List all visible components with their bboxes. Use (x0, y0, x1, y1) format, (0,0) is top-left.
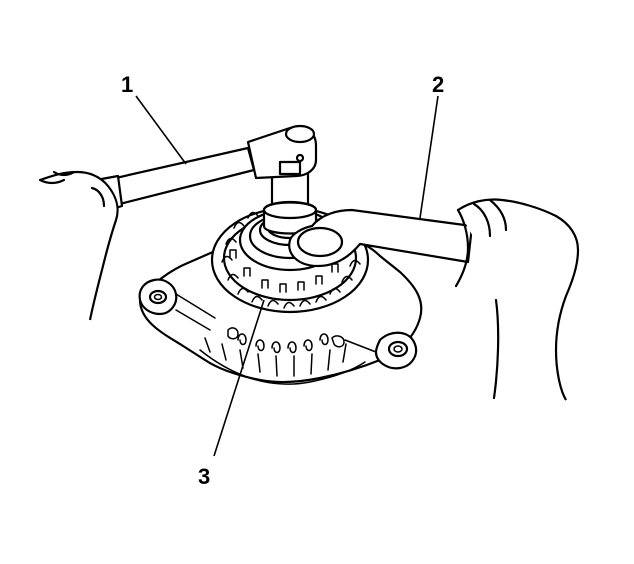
leader-3 (213, 299, 265, 457)
right-hand (454, 198, 580, 401)
callout-leaders (135, 95, 439, 457)
callout-1: 1 (121, 72, 133, 97)
leader-1 (135, 95, 187, 165)
leader-2 (419, 95, 439, 219)
callout-3: 3 (198, 464, 210, 489)
left-hand (38, 170, 119, 321)
callout-2: 2 (432, 72, 444, 97)
callout-labels: 1 2 3 (121, 72, 444, 489)
box-end-wrench (288, 208, 474, 268)
